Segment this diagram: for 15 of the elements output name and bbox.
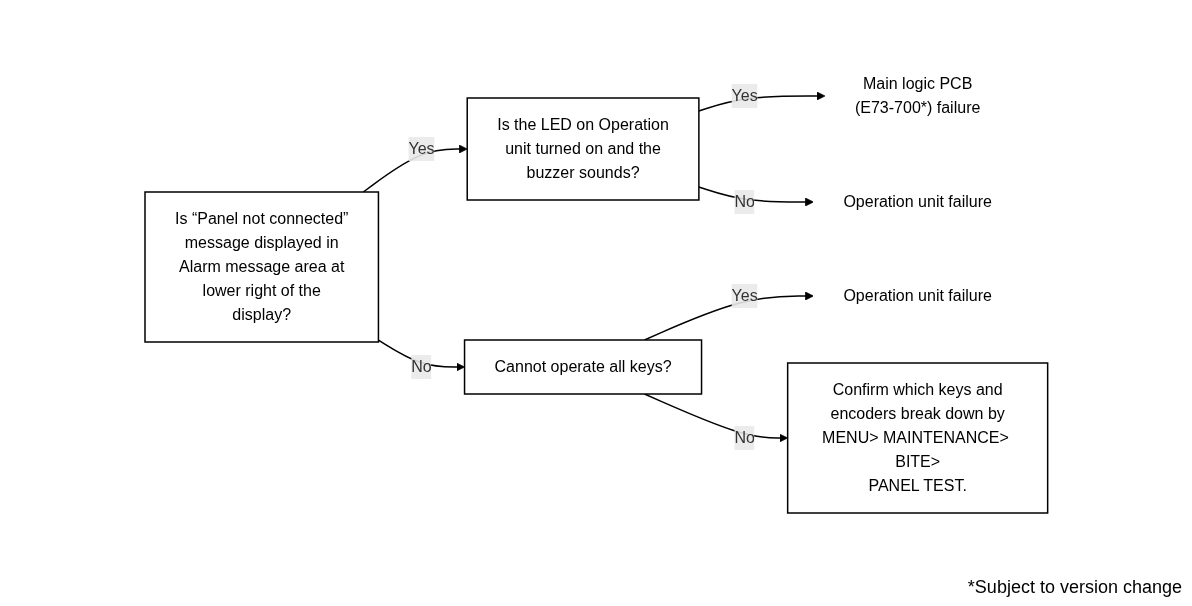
edge-label: No — [734, 193, 755, 210]
node-text: Operation unit failure — [843, 193, 992, 210]
node-text: Operation unit failure — [843, 287, 992, 304]
node-text: Main logic PCB (E73-700*) failure — [854, 75, 981, 116]
edge-label: No — [734, 429, 755, 446]
footnote: *Subject to version change — [967, 577, 1182, 598]
edge-label: Yes — [731, 287, 758, 304]
edge-label: Yes — [731, 87, 758, 104]
edge-label: No — [410, 358, 432, 375]
arrow — [377, 339, 465, 372]
node-box: Is the LED on Operation unit turned on and the buzzer sounds? — [466, 97, 700, 201]
node-box: Is “Panel not connected” message displayed in Alarm message area at lower right of the display? — [143, 191, 379, 343]
edge-label: Yes — [408, 140, 435, 157]
node-box: Cannot operate all keys? — [463, 339, 702, 395]
node-box: Confirm which keys and encoders break down by MENU> MAINTENANCE> BITE> PANEL TEST. — [786, 362, 1049, 514]
